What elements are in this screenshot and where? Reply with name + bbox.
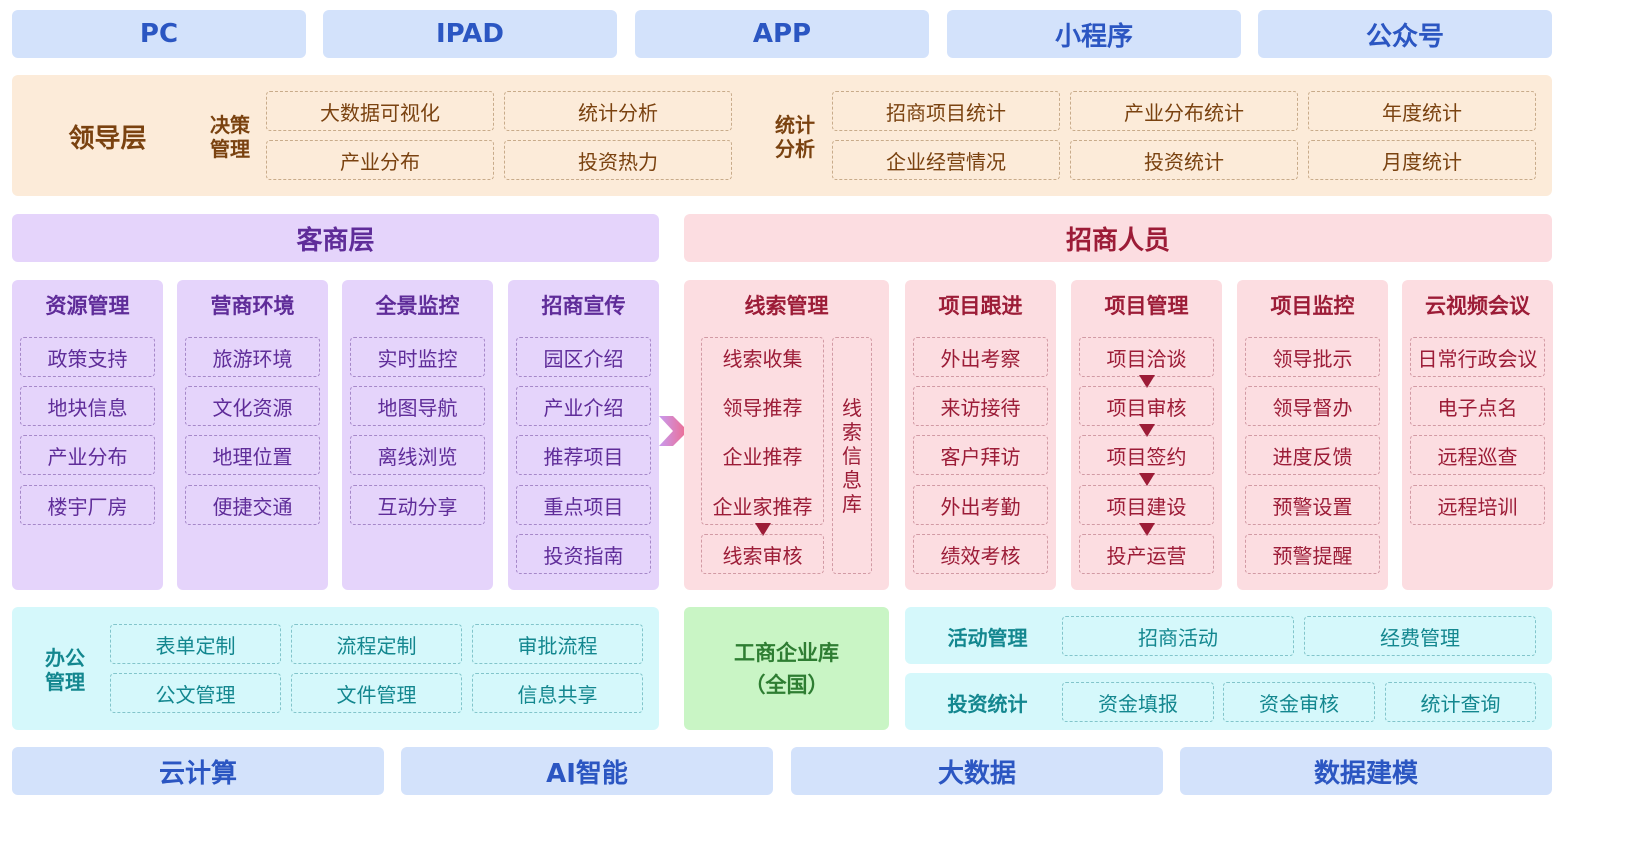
foundation-bigdata: 大数据 — [791, 747, 1163, 795]
zs-item: 项目审核 — [1079, 386, 1214, 426]
lead-source-item: 线索收集 — [722, 346, 803, 371]
decision-item: 产业分布 — [266, 140, 494, 180]
zs-item: 外出考察 — [913, 337, 1048, 377]
stats-analysis-label: 统计 分析 — [775, 113, 815, 161]
lead-mgmt-column — [684, 280, 889, 590]
zs-layer-title: 招商人员 — [684, 214, 1552, 262]
kes-item: 便捷交通 — [185, 485, 320, 525]
platform-app: APP — [635, 10, 929, 58]
down-arrow-icon — [755, 523, 771, 536]
lead-source-item: 企业推荐 — [722, 444, 803, 469]
kes-item: 地图导航 — [350, 386, 485, 426]
kes-column-title: 全景监控 — [375, 294, 460, 318]
zs-item: 领导批示 — [1245, 337, 1380, 377]
down-arrow-icon — [1139, 473, 1155, 486]
office-item: 公文管理 — [110, 673, 281, 713]
zs-item: 项目洽谈 — [1079, 337, 1214, 377]
down-arrow-icon — [1139, 523, 1155, 536]
investment-item: 资金填报 — [1062, 682, 1214, 722]
zs-column-title: 项目管理 — [1104, 294, 1189, 318]
zs-item: 领导督办 — [1245, 386, 1380, 426]
office-mgmt-label: 办公 管理 — [45, 646, 85, 694]
leadership-label: 领导层 — [68, 123, 147, 154]
lead-source-item: 领导推荐 — [722, 395, 803, 420]
office-item: 信息共享 — [472, 673, 643, 713]
decision-item: 投资热力 — [504, 140, 732, 180]
zs-item: 预警设置 — [1245, 485, 1380, 525]
stats-item: 投资统计 — [1070, 140, 1298, 180]
zs-column-title: 项目跟进 — [938, 294, 1023, 318]
office-mgmt-section — [12, 607, 659, 730]
down-arrow-icon — [1139, 424, 1155, 437]
activity-mgmt-label: 活动管理 — [947, 625, 1028, 650]
kes-item: 离线浏览 — [350, 435, 485, 475]
platform-ipad: IPAD — [323, 10, 617, 58]
kes-item: 旅游环境 — [185, 337, 320, 377]
zs-item: 外出考勤 — [913, 485, 1048, 525]
stats-item: 月度统计 — [1308, 140, 1536, 180]
kes-column-title: 营商环境 — [210, 294, 295, 318]
kes-layer-title: 客商层 — [12, 214, 659, 262]
office-item: 文件管理 — [291, 673, 462, 713]
kes-item: 地理位置 — [185, 435, 320, 475]
zs-item: 远程巡查 — [1410, 435, 1545, 475]
stats-item: 产业分布统计 — [1070, 91, 1298, 131]
stats-item: 招商项目统计 — [832, 91, 1060, 131]
foundation-cloud: 云计算 — [12, 747, 384, 795]
kes-item: 文化资源 — [185, 386, 320, 426]
zs-item: 远程培训 — [1410, 485, 1545, 525]
kes-column-title: 招商宣传 — [541, 294, 626, 318]
investment-item: 统计查询 — [1385, 682, 1536, 722]
zs-column-title: 项目监控 — [1270, 294, 1355, 318]
kes-item: 产业介绍 — [516, 386, 651, 426]
kes-item: 产业分布 — [20, 435, 155, 475]
kes-item: 地块信息 — [20, 386, 155, 426]
kes-item: 互动分享 — [350, 485, 485, 525]
platform-official-account: 公众号 — [1258, 10, 1552, 58]
zs-item: 来访接待 — [913, 386, 1048, 426]
office-item: 表单定制 — [110, 624, 281, 664]
decision-item: 统计分析 — [504, 91, 732, 131]
foundation-ai: AI智能 — [401, 747, 773, 795]
flow-arrow-icon — [659, 416, 688, 446]
zs-item: 进度反馈 — [1245, 435, 1380, 475]
kes-item: 政策支持 — [20, 337, 155, 377]
activity-item: 招商活动 — [1062, 616, 1294, 656]
zs-column-title: 云视频会议 — [1425, 294, 1530, 318]
lead-source-item: 企业家推荐 — [712, 494, 813, 519]
stats-item: 企业经营情况 — [832, 140, 1060, 180]
down-arrow-icon — [1139, 375, 1155, 388]
kes-column-title: 资源管理 — [45, 294, 130, 318]
kes-item: 投资指南 — [516, 534, 651, 574]
enterprise-database: 工商企业库 （全国） — [684, 607, 889, 730]
kes-item: 实时监控 — [350, 337, 485, 377]
activity-item: 经费管理 — [1304, 616, 1536, 656]
zs-item: 绩效考核 — [913, 534, 1048, 574]
zs-item: 项目建设 — [1079, 485, 1214, 525]
office-item: 流程定制 — [291, 624, 462, 664]
zs-item: 投产运营 — [1079, 534, 1214, 574]
decision-item: 大数据可视化 — [266, 91, 494, 131]
lead-database: 线 索 信 息 库 — [832, 337, 872, 574]
zs-item: 日常行政会议 — [1410, 337, 1545, 377]
lead-review-item: 线索审核 — [701, 534, 824, 574]
platform-pc: PC — [12, 10, 306, 58]
lead-mgmt-title: 线索管理 — [744, 294, 829, 318]
stats-item: 年度统计 — [1308, 91, 1536, 131]
zs-item: 电子点名 — [1410, 386, 1545, 426]
kes-item: 楼宇厂房 — [20, 485, 155, 525]
platform-miniprogram: 小程序 — [947, 10, 1241, 58]
kes-item: 推荐项目 — [516, 435, 651, 475]
investment-item: 资金审核 — [1223, 682, 1375, 722]
kes-item: 园区介绍 — [516, 337, 651, 377]
decision-mgmt-label: 决策 管理 — [210, 113, 250, 161]
foundation-modeling: 数据建模 — [1180, 747, 1552, 795]
kes-item: 重点项目 — [516, 485, 651, 525]
leadership-layer — [12, 75, 1552, 196]
investment-stats-label: 投资统计 — [947, 691, 1028, 716]
office-item: 审批流程 — [472, 624, 643, 664]
zs-item: 项目签约 — [1079, 435, 1214, 475]
zs-item: 预警提醒 — [1245, 534, 1380, 574]
zs-item: 客户拜访 — [913, 435, 1048, 475]
